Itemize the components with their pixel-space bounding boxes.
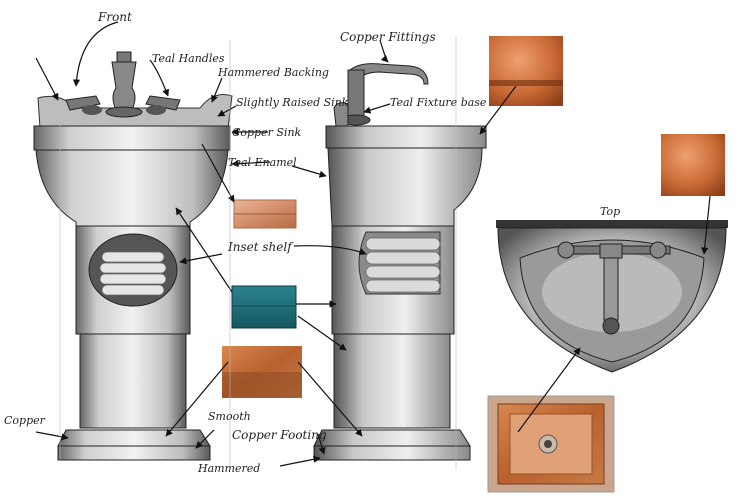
label-front: Front [98,10,132,24]
label-copper: Copper [4,414,45,427]
copper-sink-photo-top [489,36,563,106]
copper-sink-photo-bottom [488,396,614,492]
label-smooth: Smooth [208,410,251,423]
label-teal-enamel: Teal Enamel [228,156,297,169]
label-copper-fittings: Copper Fittings [340,30,436,44]
label-copper-sink: Copper Sink [232,126,301,139]
label-slightly-raised-sink: Slightly Raised Sink [236,96,348,109]
label-top: Top [600,205,620,218]
label-hammered: Hammered [198,462,260,475]
teal-swatch [232,286,296,328]
label-teal-handles: Teal Handles [152,52,225,65]
side-view-sketch [314,64,486,460]
copper-footing-swatch [222,346,302,398]
label-copper-footing: Copper Footing [232,428,327,442]
top-view-sketch [496,220,728,372]
label-inset-shelf: Inset shelf [228,240,292,254]
copper-enamel-swatch [234,200,296,228]
front-view-sketch [34,52,232,460]
label-hammered-backing: Hammered Backing [218,66,329,79]
hammered-copper-swatch-right [661,134,725,196]
label-teal-fixture-base: Teal Fixture base [390,96,486,109]
